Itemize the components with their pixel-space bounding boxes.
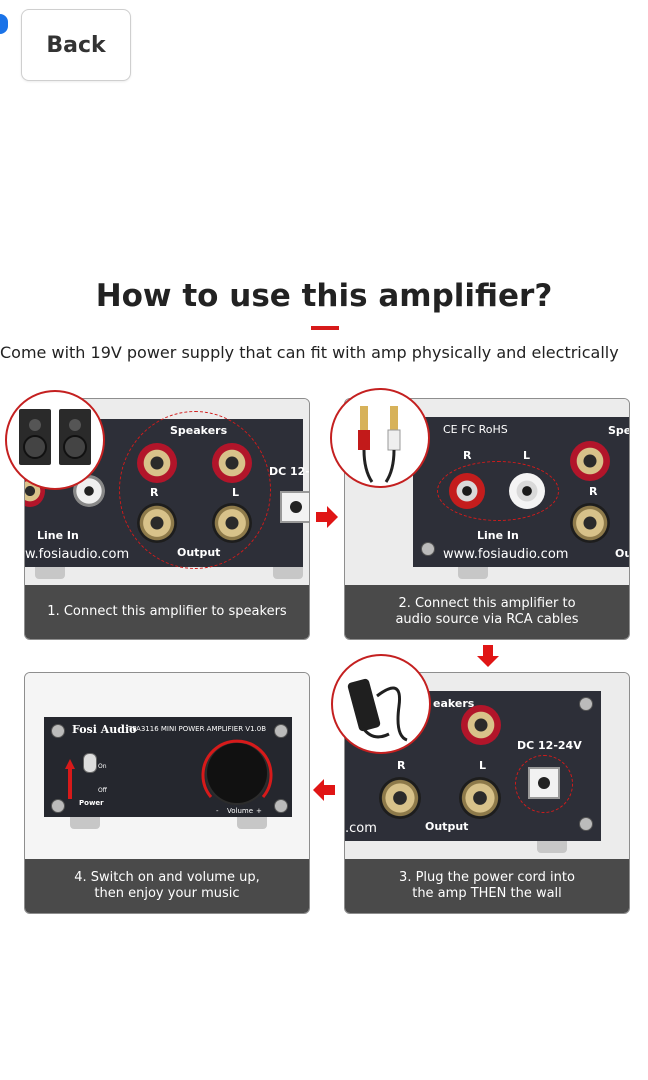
- volume-label: Volume: [227, 807, 254, 815]
- power-switch[interactable]: [83, 753, 97, 773]
- off-label: Off: [98, 787, 107, 794]
- speakers-label: Spe: [608, 424, 629, 437]
- website-label: w.fosiaudio.com: [25, 547, 130, 562]
- arrow-left-icon: [313, 779, 335, 801]
- website-label: .com: [345, 821, 377, 836]
- r-label: R: [397, 759, 406, 772]
- power-label: Power: [79, 799, 104, 807]
- arrow-right-icon: [316, 506, 338, 528]
- output-label: Ou: [615, 547, 629, 560]
- plus-label: +: [256, 807, 262, 815]
- model-label: TPA3116 MINI POWER AMPLIFIER V1.0B: [128, 725, 267, 733]
- step-2-panel: CE FC RoHS Spe R L R Line In www.fosiaud…: [344, 398, 630, 640]
- rca-cable-icon: [358, 406, 401, 483]
- step-2-image: CE FC RoHS Spe R L R Line In www.fosiaud…: [345, 399, 629, 585]
- l-label: L: [523, 449, 531, 462]
- power-adapter-inset: [331, 654, 431, 754]
- power-adapter-icon: [347, 678, 408, 742]
- rca-cable-inset: [330, 388, 430, 488]
- speakers-label: eakers: [433, 697, 475, 710]
- step-4-caption: 4. Switch on and volume up,then enjoy yo…: [25, 859, 309, 913]
- website-label: www.fosiaudio.com: [443, 547, 569, 562]
- dc-label: DC 12-24V: [517, 739, 582, 752]
- volume-knob[interactable]: [207, 743, 267, 803]
- step-3-image: eakers R L DC 12-24V .com Output: [345, 673, 629, 859]
- speakers-inset: [5, 390, 105, 490]
- brand-label: Fosi Audio: [72, 723, 137, 736]
- minus-label: -: [216, 807, 219, 815]
- page-subtitle: Come with 19V power supply that can fit …: [0, 343, 619, 362]
- r-label: R: [463, 449, 472, 462]
- up-arrow-icon: [65, 759, 75, 799]
- line-in-label: Line In: [477, 529, 519, 542]
- line-in-label: Line In: [37, 529, 79, 542]
- l-label: L: [479, 759, 487, 772]
- dc-label: DC 12-: [269, 465, 309, 478]
- step-3-panel: eakers R L DC 12-24V .com Output 3. Plug…: [344, 672, 630, 914]
- step-1-caption: 1. Connect this amplifier to speakers: [25, 585, 309, 639]
- output-label: Output: [425, 820, 469, 833]
- scroll-indicator: [0, 14, 8, 34]
- certification-label: CE FC RoHS: [443, 423, 508, 436]
- r-label-2: R: [589, 485, 598, 498]
- arrow-down-icon: [477, 645, 499, 667]
- on-label: On: [98, 763, 107, 770]
- step-4-image: Fosi Audio TPA3116 MINI POWER AMPLIFIER …: [25, 673, 309, 859]
- title-underline: [311, 326, 339, 330]
- page-title: How to use this amplifier?: [95, 278, 553, 314]
- step-4-panel: Fosi Audio TPA3116 MINI POWER AMPLIFIER …: [24, 672, 310, 914]
- volume-arc-icon: [201, 739, 273, 798]
- back-button[interactable]: Back: [21, 9, 131, 81]
- speakers-icon: [19, 409, 91, 465]
